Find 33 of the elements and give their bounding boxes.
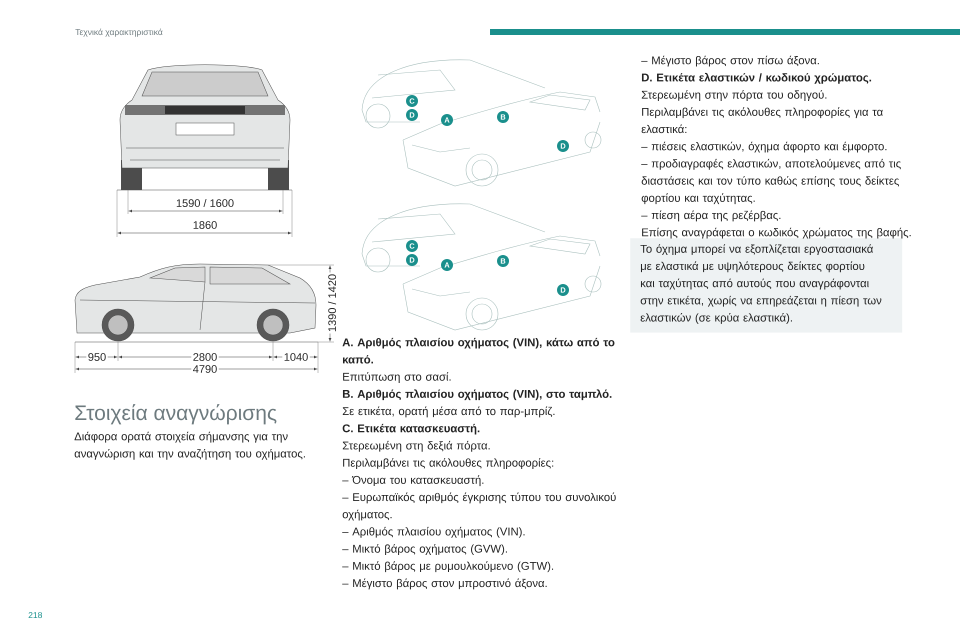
dimension-label: 1860 (191, 220, 219, 230)
body-text: – Αριθμός πλαισίου οχήματος (VIN). (342, 526, 525, 538)
body-text: – Μικτό βάρος με ρυμουλκούμενο (GTW). (342, 561, 554, 572)
body-text: – Μέγιστο βάρος στον μπροστινό άξονα. (342, 578, 547, 590)
info-note: Το όχημα μπορεί να εξοπλίζεται εργοστασιακά με ελαστικά με υψηλότερους δείκτες φορτίου και ταχύτητας από αυτούς που αναγράφονται στην ετικέτα, χωρίς να επηρεάζεται η πίεση των ελαστικών (σε κρύα ελαστικά). (630, 238, 902, 333)
dimension-label: 1590 / 1600 (174, 197, 236, 209)
body-text: – Μέγιστο βάρος στον πίσω άξονα. (641, 56, 819, 67)
page-header: Τεχνικά χαρακτηριστικά (75, 28, 163, 37)
dimension-label: 2800 (191, 352, 219, 362)
body-text: Σε ετικέτα, ορατή μέσα από το παρ-μπρίζ. (342, 406, 554, 418)
body-text: Διάφορα ορατά στοιχεία σήμανσης για την αναγνώριση και την αναζήτηση του οχήματος. (74, 432, 305, 460)
body-text: – Ευρωπαϊκός αριθμός έγκρισης τύπου του συνολικού οχήματος. (342, 492, 616, 521)
dimension-label: 950 (86, 352, 108, 362)
page-number: 218 (28, 612, 42, 618)
body-text: Στερεωμένη στην πόρτα του οδηγού. (642, 90, 826, 101)
item-heading: D. Ετικέτα ελαστικών / κωδικού χρώματος. (642, 72, 872, 84)
item-heading: B. Αριθμός πλαισίου οχήματος (VIN), στο ταμπλό. (342, 389, 612, 400)
body-text: – πιέσεις ελαστικών, όχημα άφορτο και έμφορτο. (641, 142, 886, 153)
dimension-label: 4790 (191, 364, 219, 374)
item-heading: C. Ετικέτα κατασκευαστή. (342, 424, 480, 435)
body-text: Επίσης αναγράφεται ο κωδικός χρώματος της βαφής. (642, 228, 911, 239)
dimension-label: 1390 / 1420 (326, 272, 338, 334)
body-text: Επιτύπωση στο σασί. (343, 372, 451, 383)
body-text: Περιλαμβάνει τις ακόλουθες πληροφορίες για τα ελαστικά: (642, 107, 883, 134)
body-text: – Όνομα του κατασκευαστή. (342, 475, 484, 486)
item-heading: A. Αριθμός πλαισίου οχήματος (VIN), κάτω από το καπό. (342, 338, 614, 364)
body-text: – πίεση αέρα της ρεζέρβας. (641, 210, 780, 222)
body-text: Περιλαμβάνει τις ακόλουθες πληροφορίες: (343, 458, 554, 469)
section-heading: Στοιχεία αναγνώρισης (75, 404, 276, 424)
dimension-label: 1040 (282, 352, 310, 362)
body-text: Στερεωμένη στη δεξιά πόρτα. (342, 440, 490, 452)
body-text: – προδιαγραφές ελαστικών, αποτελούμενες από τις διαστάσεις και τον τύπο καθώς επίσης τους δείκτες φορτίου και ταχύτητας. (641, 158, 901, 204)
body-text: – Μικτό βάρος οχήματος (GVW). (342, 544, 507, 555)
